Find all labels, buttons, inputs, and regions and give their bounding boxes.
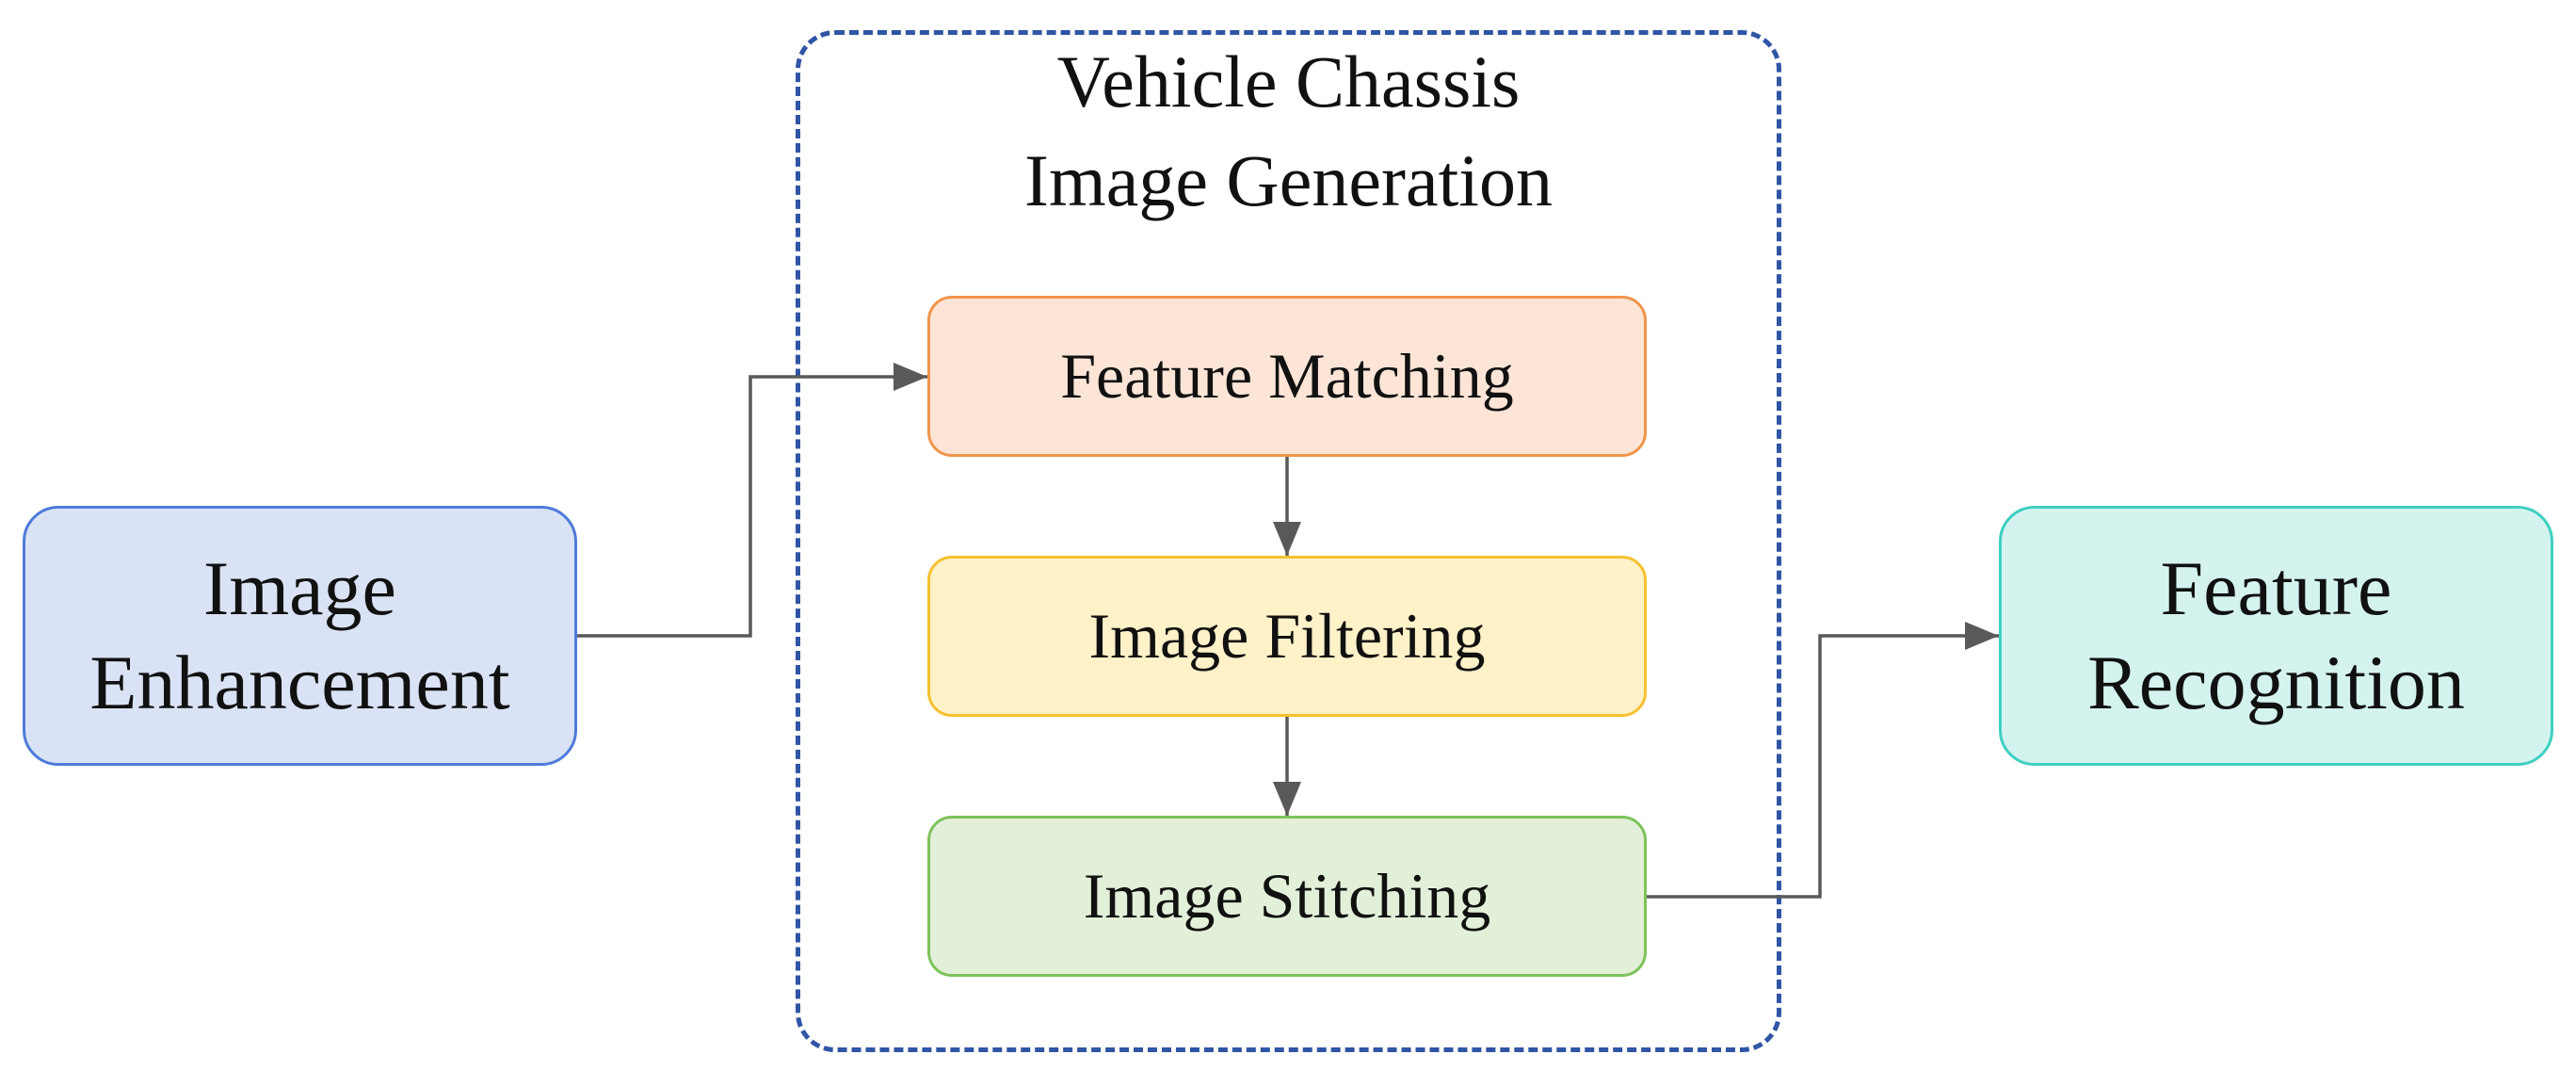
- stitching-to-recognition-arrowhead: [1965, 622, 1999, 650]
- image-stitching-label: Image Stitching: [1083, 860, 1491, 933]
- image-enhancement-node: Image Enhancement: [23, 506, 577, 766]
- feature-matching-node: Feature Matching: [927, 296, 1647, 457]
- image-enhancement-label: Image Enhancement: [89, 544, 510, 725]
- feature-recognition-label: Feature Recognition: [2087, 544, 2465, 725]
- feature-matching-label: Feature Matching: [1060, 340, 1514, 413]
- image-stitching-node: Image Stitching: [927, 816, 1647, 977]
- image-filtering-node: Image Filtering: [927, 556, 1647, 717]
- group-title: Vehicle Chassis Image Generation: [1024, 41, 1553, 221]
- image-filtering-label: Image Filtering: [1088, 600, 1486, 673]
- feature-recognition-node: Feature Recognition: [1999, 506, 2553, 766]
